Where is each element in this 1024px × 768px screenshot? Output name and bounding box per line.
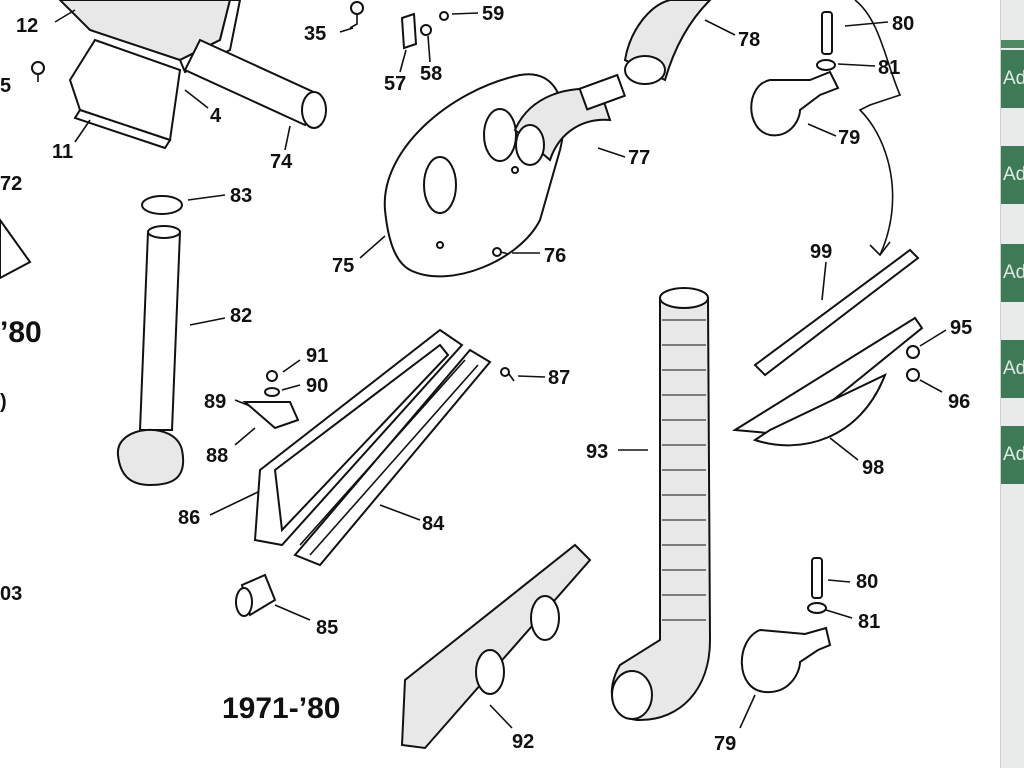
part-84-heater-core: [293, 348, 492, 567]
label-82: 82: [230, 305, 252, 327]
sidebar-ad-2[interactable]: Ad: [1001, 146, 1024, 204]
label-59: 59: [482, 3, 504, 25]
partial-year-label: ’80: [0, 316, 42, 349]
label-85: 85: [316, 617, 338, 639]
label-98: 98: [862, 457, 884, 479]
part-59-screw: [439, 11, 449, 21]
label-79-lower: 79: [714, 733, 736, 755]
part-82-pipe: [116, 225, 185, 487]
part-80-bolt-lower: [811, 557, 823, 599]
label-72: 72: [0, 173, 22, 195]
part-35-screw: [349, 1, 364, 29]
label-78: 78: [738, 29, 760, 51]
label-84: 84: [422, 513, 445, 535]
label-88: 88: [206, 445, 228, 467]
label-99: 99: [810, 241, 832, 263]
sidebar-ad-5[interactable]: Ad: [1001, 426, 1024, 484]
sidebar-strip: [1001, 40, 1024, 48]
label-89: 89: [204, 391, 226, 413]
parts-diagram: 12 5 35 59 80 81 78 57 58 4 11 74 79 72 …: [0, 0, 972, 755]
part-89-bracket: [242, 401, 300, 430]
label-93: 93: [586, 441, 608, 463]
label-35: 35: [304, 23, 326, 45]
label-96: 96: [948, 391, 970, 413]
label-4: 4: [210, 105, 222, 127]
part-91-screw: [266, 370, 278, 382]
label-11: 11: [52, 141, 73, 163]
label-81: 81: [878, 57, 900, 79]
part-95-nut: [906, 345, 920, 359]
label-81-lower: 81: [858, 611, 880, 633]
label-76: 76: [544, 245, 566, 267]
part-98-flap: [731, 316, 924, 447]
part-90-washer: [264, 387, 280, 397]
part-79-clamp-upper: [750, 70, 840, 137]
ad-sidebar: Ad Ad Ad Ad Ad: [1000, 0, 1024, 768]
part-57-clip: [400, 12, 418, 50]
label-5: 5: [0, 75, 11, 97]
label-91: 91: [306, 345, 328, 367]
label-80: 80: [892, 13, 914, 35]
label-12: 12: [16, 15, 38, 37]
label-87: 87: [548, 367, 570, 389]
label-58: 58: [420, 63, 442, 85]
label-83: 83: [230, 185, 252, 207]
label-77: 77: [628, 147, 650, 169]
part-87-screw: [500, 367, 515, 382]
part-74-tube: [183, 38, 327, 129]
part-83-clamp: [141, 195, 183, 215]
part-79-clamp-lower: [740, 626, 832, 694]
sidebar-ad-1[interactable]: Ad: [1001, 50, 1024, 108]
part-93-hose: [610, 287, 712, 722]
part-92-block: [400, 543, 592, 750]
leader-lines: [54, 9, 947, 729]
part-labels: 12 5 35 59 80 81 78 57 58 4 11 74 79 72 …: [0, 3, 972, 755]
part-72-partial: [0, 218, 32, 280]
part-81-washer-upper: [816, 59, 836, 71]
part-78-hose: [623, 0, 712, 85]
label-86: 86: [178, 507, 200, 529]
part-11-bracket: [68, 38, 182, 150]
part-81-washer-lower: [807, 602, 827, 614]
label-80-lower: 80: [856, 571, 878, 593]
sidebar-ad-3[interactable]: Ad: [1001, 244, 1024, 302]
svg-text:): ): [0, 391, 7, 413]
part-85-grommet: [235, 573, 277, 617]
label-92: 92: [512, 731, 534, 753]
label-03: 03: [0, 583, 22, 605]
part-77-elbow: [513, 73, 627, 166]
year-label: 1971-’80: [222, 692, 340, 725]
label-79: 79: [838, 127, 860, 149]
label-90: 90: [306, 375, 328, 397]
part-58-washer: [420, 24, 432, 36]
part-5-screw: [31, 61, 45, 82]
annotation-arrow: [854, 0, 902, 257]
part-76-screw: [492, 247, 509, 257]
label-75: 75: [332, 255, 354, 277]
label-74: 74: [270, 151, 293, 173]
label-95: 95: [950, 317, 972, 339]
sidebar-ad-4[interactable]: Ad: [1001, 340, 1024, 398]
part-99-bar: [753, 248, 920, 377]
part-80-bolt-upper: [821, 11, 833, 55]
part-86-frame: [253, 328, 464, 547]
label-57: 57: [384, 73, 406, 95]
part-96-nut: [906, 368, 920, 382]
